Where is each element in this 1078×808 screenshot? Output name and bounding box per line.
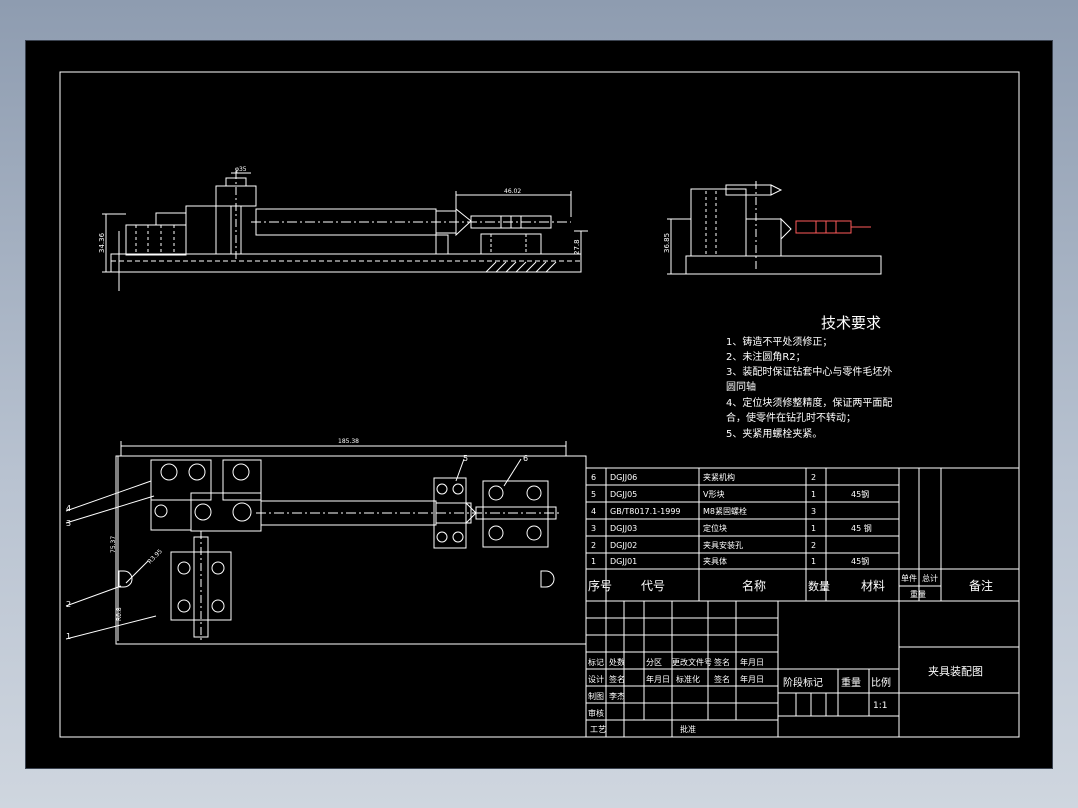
tech-req-line-5: 4、定位块须修整精度，保证两平面配 xyxy=(726,396,892,409)
hdr-material: 材料 xyxy=(861,579,885,593)
tb-design: 设计 xyxy=(588,674,604,684)
dim-top-dia: φ35 xyxy=(235,166,247,173)
part-5-code: DGJJ05 xyxy=(610,490,637,499)
hdr-code: 代号 xyxy=(641,579,665,593)
balloon-6: 6 xyxy=(523,454,528,463)
tech-req-title: 技术要求 xyxy=(821,314,881,332)
tb-doc-no: 更改文件号 xyxy=(672,657,712,667)
part-6-no: 6 xyxy=(591,473,596,482)
tb-stage: 阶段标记 xyxy=(783,676,823,689)
dim-top-width: 46.02 xyxy=(504,188,521,195)
tb-drawn: 制图 xyxy=(588,691,604,701)
balloon-3: 3 xyxy=(66,519,71,528)
balloon-2: 2 xyxy=(66,600,71,609)
tb-approve: 批准 xyxy=(680,724,696,734)
hdr-qty: 数量 xyxy=(808,580,830,593)
tb-std-sign: 签名 xyxy=(714,674,730,684)
part-3-code: DGJJ03 xyxy=(610,524,637,533)
side-view-highlight xyxy=(795,220,871,234)
tb-scale-label: 比例 xyxy=(871,676,891,689)
side-view xyxy=(667,181,882,275)
balloon-4: 4 xyxy=(66,504,71,513)
drawing-title: 夹具装配图 xyxy=(928,665,983,678)
part-1-material: 45钢 xyxy=(851,556,869,566)
tb-process: 工艺 xyxy=(590,725,606,734)
tech-req-line-7: 5、夹紧用螺栓夹紧。 xyxy=(726,427,822,440)
tech-req-line-2: 2、未注圆角R2； xyxy=(726,350,806,363)
part-4-name: M8紧固螺栓 xyxy=(703,506,747,516)
part-2-name: 夹具安装孔 xyxy=(703,540,743,550)
part-1-no: 1 xyxy=(591,557,596,566)
tech-req-line-3: 3、装配时保证钻套中心与零件毛坯外 xyxy=(726,365,892,378)
part-3-no: 3 xyxy=(591,524,596,533)
dim-top-height-right: 27.8 xyxy=(573,239,581,255)
tb-count: 处数 xyxy=(609,657,625,667)
front-view xyxy=(102,171,588,291)
tb-check: 审核 xyxy=(588,708,604,718)
part-3-name: 定位块 xyxy=(703,523,727,533)
dim-plan-length: 185.38 xyxy=(338,438,359,445)
tb-design-sign: 签名 xyxy=(609,674,625,684)
dim-plan-height: 75.37 xyxy=(110,536,117,553)
part-4-code: GB/T8017.1-1999 xyxy=(610,507,681,516)
tb-scale-value: 1:1 xyxy=(873,701,887,711)
part-6-code: DGJJ06 xyxy=(610,473,637,482)
part-2-code: DGJJ02 xyxy=(610,541,637,550)
plan-view xyxy=(65,441,587,645)
drawing-sheet: 46.02 34.36 27.8 φ35 36.85 185.38 75.37 … xyxy=(26,41,1052,768)
part-2-no: 2 xyxy=(591,541,596,550)
balloon-1: 1 xyxy=(66,632,71,641)
dim-top-height-left: 34.36 xyxy=(98,232,106,253)
hdr-unit-weight: 单件 xyxy=(901,573,917,583)
part-5-material: 45钢 xyxy=(851,489,869,499)
part-1-code: DGJJ01 xyxy=(610,557,637,566)
part-6-name: 夹紧机构 xyxy=(703,472,735,482)
dim-plan-radius: R3.95 xyxy=(146,548,163,565)
part-3-material: 45 钢 xyxy=(851,523,872,533)
drawing-frame xyxy=(59,71,1020,738)
part-1-qty: 1 xyxy=(811,557,816,566)
part-4-qty: 3 xyxy=(811,507,816,516)
cad-drawing: 46.02 34.36 27.8 φ35 36.85 185.38 75.37 … xyxy=(59,71,1020,738)
balloon-5: 5 xyxy=(463,454,468,463)
tb-std-date: 年月日 xyxy=(740,674,764,684)
tb-std: 标准化 xyxy=(676,674,700,684)
hdr-remark: 备注 xyxy=(969,578,993,593)
hdr-total-weight: 总计 xyxy=(922,573,938,583)
parts-list-grid xyxy=(585,467,1019,737)
tech-req-line-6: 合，使零件在钻孔时不转动； xyxy=(726,411,856,424)
tb-date: 年月日 xyxy=(740,657,764,667)
part-3-qty: 1 xyxy=(811,524,816,533)
tech-req-line-4: 圆同轴 xyxy=(726,380,756,393)
part-6-qty: 2 xyxy=(811,473,816,482)
tb-weight: 重量 xyxy=(841,676,861,689)
part-5-no: 5 xyxy=(591,490,596,499)
tb-drawn-by: 李杰 xyxy=(609,691,625,701)
part-1-name: 夹具体 xyxy=(703,556,727,566)
part-5-qty: 1 xyxy=(811,490,816,499)
hdr-no: 序号 xyxy=(588,578,612,593)
title-block-grid xyxy=(586,601,1019,737)
tb-zone: 分区 xyxy=(646,658,662,667)
dim-side-height: 36.85 xyxy=(663,233,671,253)
hdr-name: 名称 xyxy=(742,578,766,593)
tb-sign: 签名 xyxy=(714,657,730,667)
part-4-no: 4 xyxy=(591,507,596,516)
hdr-weight: 重量 xyxy=(910,589,926,599)
tb-mark: 标记 xyxy=(588,657,604,667)
tech-req-line-1: 1、铸造不平处须修正； xyxy=(726,335,832,348)
dim-plan-small: R0.8 xyxy=(116,607,123,621)
tb-design-date: 年月日 xyxy=(646,674,670,684)
part-2-qty: 2 xyxy=(811,541,816,550)
part-5-name: V形块 xyxy=(703,489,724,499)
